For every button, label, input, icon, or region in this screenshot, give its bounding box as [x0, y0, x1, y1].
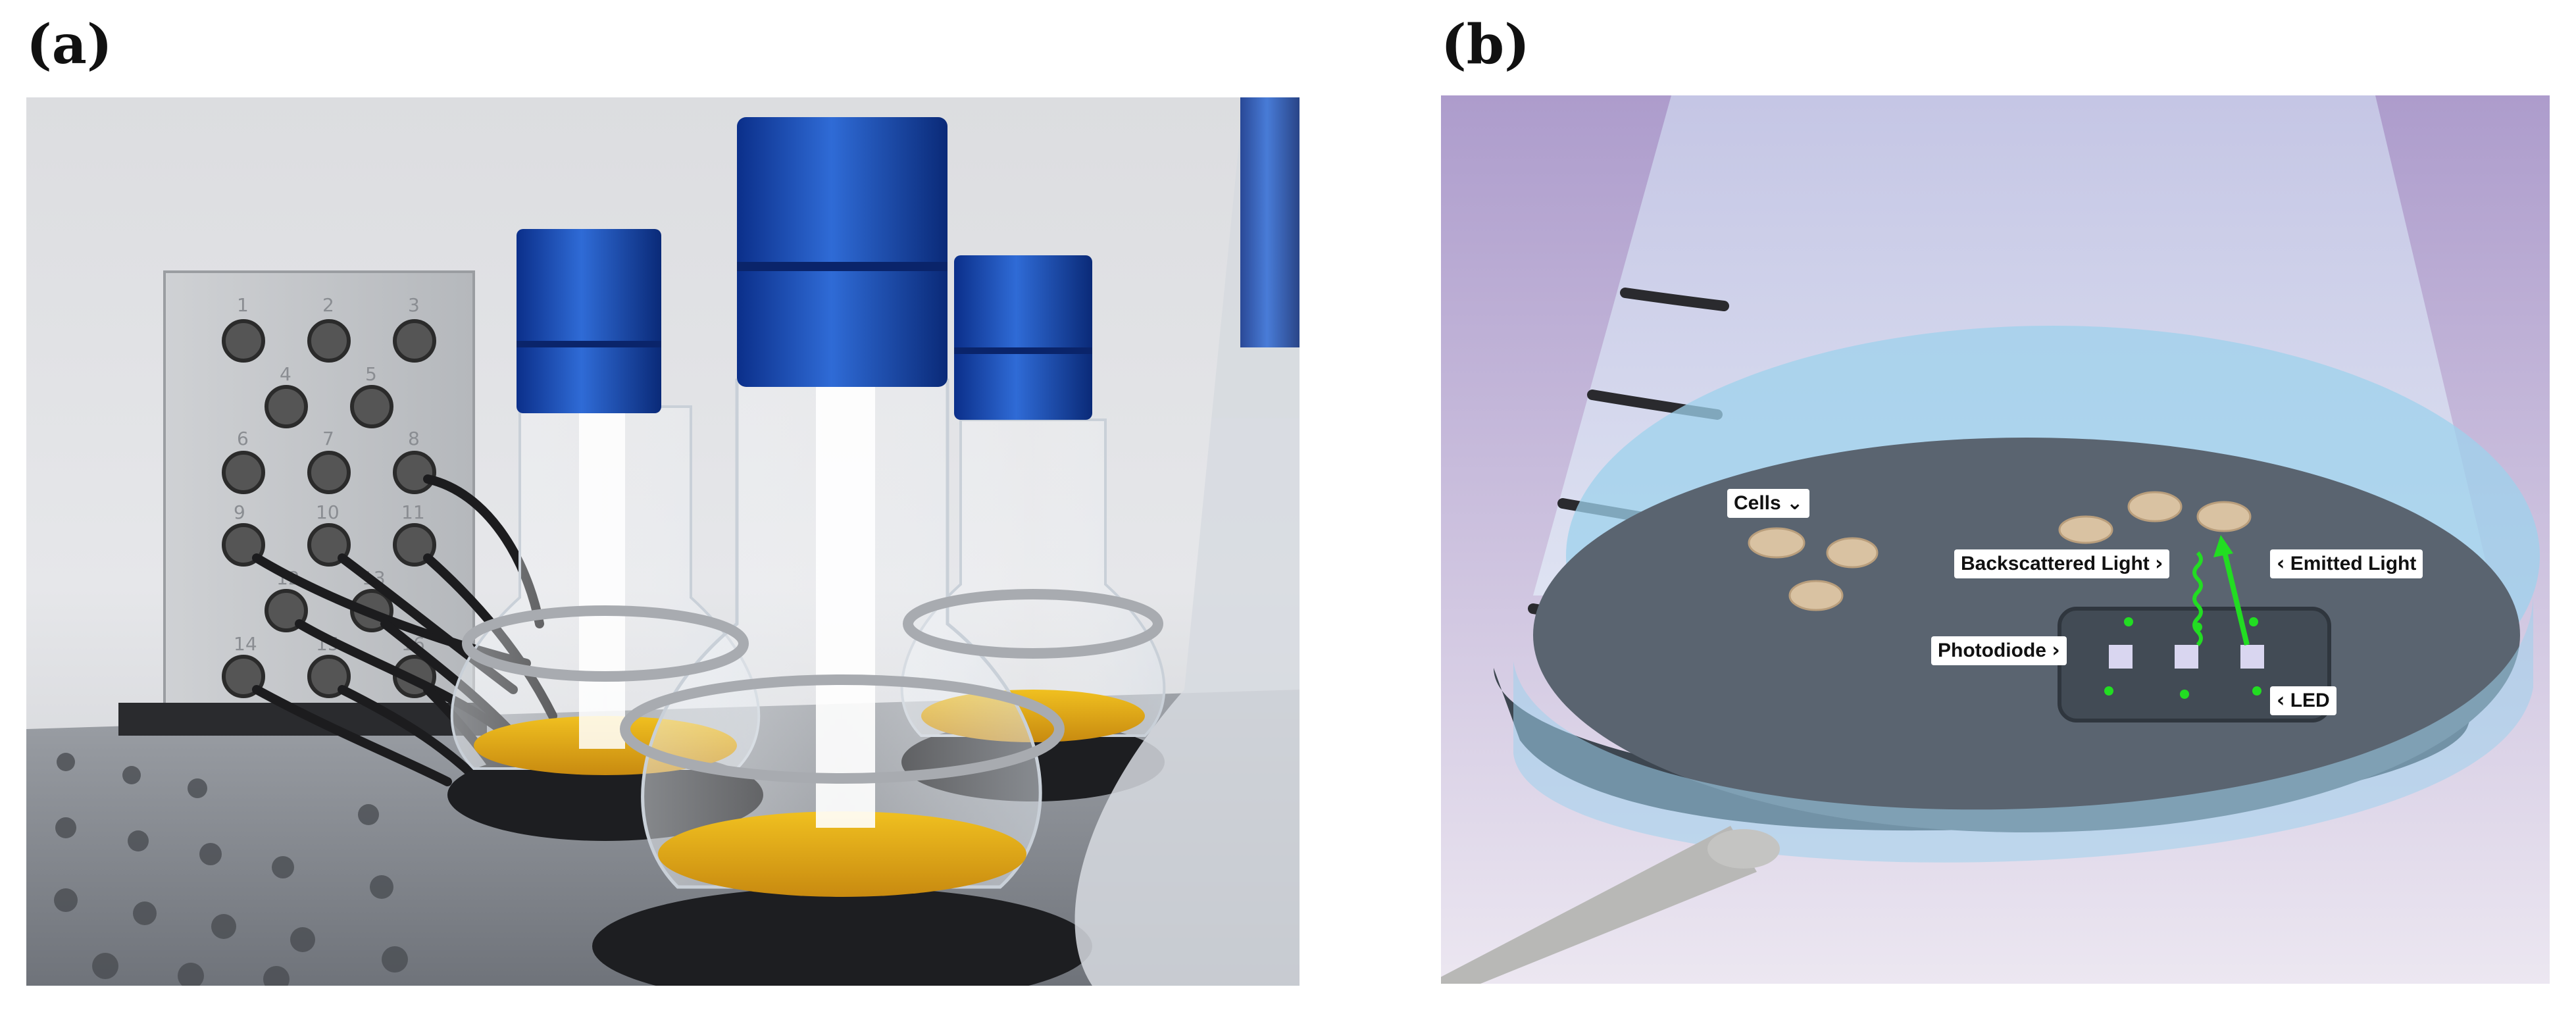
- table-holes: [54, 753, 408, 986]
- svg-text:1: 1: [237, 294, 249, 316]
- svg-text:14: 14: [234, 633, 257, 655]
- svg-text:5: 5: [365, 363, 377, 385]
- emitted-light-ray: [2221, 549, 2250, 646]
- svg-text:4: 4: [280, 363, 291, 385]
- backscattered-light-label: Backscattered Light ›: [1954, 549, 2170, 578]
- schematic-illustration: [1441, 95, 2550, 984]
- cells: [1748, 491, 2252, 611]
- svg-text:6: 6: [237, 428, 249, 449]
- svg-text:3: 3: [408, 294, 420, 316]
- cells-label: Cells ⌄: [1727, 489, 1810, 518]
- photo-illustration: 1 2 3 4 5 6 7 8 9 10 11 12 13 14 15 16: [26, 97, 1300, 986]
- photodiode-label: Photodiode ›: [1931, 636, 2067, 665]
- photodiode-chip: [2109, 645, 2133, 669]
- light-guide: [1441, 826, 1757, 984]
- sensor-schematic: Cells ⌄ Backscattered Light › ‹ Emitted …: [1441, 95, 2550, 984]
- led-label: ‹ LED: [2270, 686, 2336, 715]
- svg-text:8: 8: [408, 428, 420, 449]
- flask-clamps: [462, 589, 1163, 784]
- connector-ports: [222, 319, 436, 698]
- sensor-pads: [2109, 645, 2264, 669]
- svg-text:10: 10: [316, 501, 340, 523]
- liquid-front: [1513, 596, 2533, 863]
- svg-text:11: 11: [401, 501, 425, 523]
- panel-label-a: (a): [26, 13, 113, 76]
- emitted-arrow-head: [2213, 535, 2233, 557]
- svg-text:2: 2: [322, 294, 334, 316]
- panel-label-b: (b): [1441, 13, 1530, 76]
- flask-front-center: [592, 117, 1092, 986]
- flask-foreground-right: [1074, 97, 1300, 986]
- backscattered-light-ray: [2192, 551, 2203, 647]
- emitted-light-label: ‹ Emitted Light: [2270, 549, 2423, 578]
- photo-shake-flasks: 1 2 3 4 5 6 7 8 9 10 11 12 13 14 15 16: [26, 97, 1300, 986]
- svg-text:9: 9: [234, 501, 245, 523]
- sensor-indicator-dots: [2104, 617, 2261, 699]
- connector-box-base: [118, 703, 487, 736]
- svg-text:7: 7: [322, 428, 334, 449]
- led-chip: [2240, 645, 2264, 669]
- photodiode-chip: [2175, 645, 2198, 669]
